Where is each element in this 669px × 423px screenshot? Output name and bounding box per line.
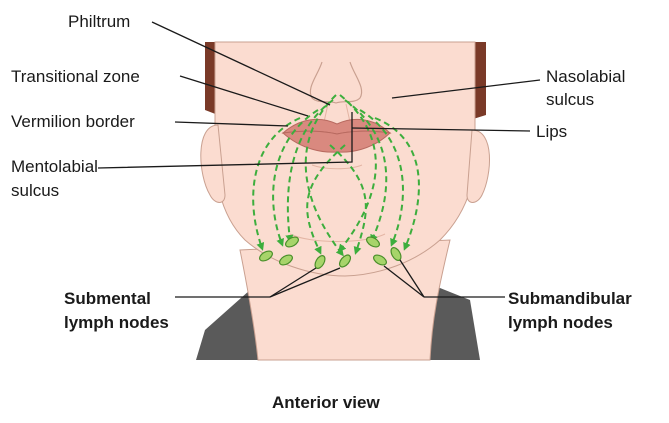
label-transitional-zone: Transitional zone xyxy=(11,66,140,87)
label-vermilion-border: Vermilion border xyxy=(11,111,135,132)
label-nasolabial-line1: Nasolabial xyxy=(546,66,625,87)
label-submandibular-line2: lymph nodes xyxy=(508,312,613,333)
figure-caption: Anterior view xyxy=(272,392,380,413)
label-nasolabial-line2: sulcus xyxy=(546,89,594,110)
label-mentolabial-line2: sulcus xyxy=(11,180,59,201)
label-philtrum: Philtrum xyxy=(68,11,130,32)
label-mentolabial-line1: Mentolabial xyxy=(11,156,98,177)
label-submental-line2: lymph nodes xyxy=(64,312,169,333)
label-submandibular-line1: Submandibular xyxy=(508,288,632,309)
label-submental-line1: Submental xyxy=(64,288,151,309)
label-lips: Lips xyxy=(536,121,567,142)
